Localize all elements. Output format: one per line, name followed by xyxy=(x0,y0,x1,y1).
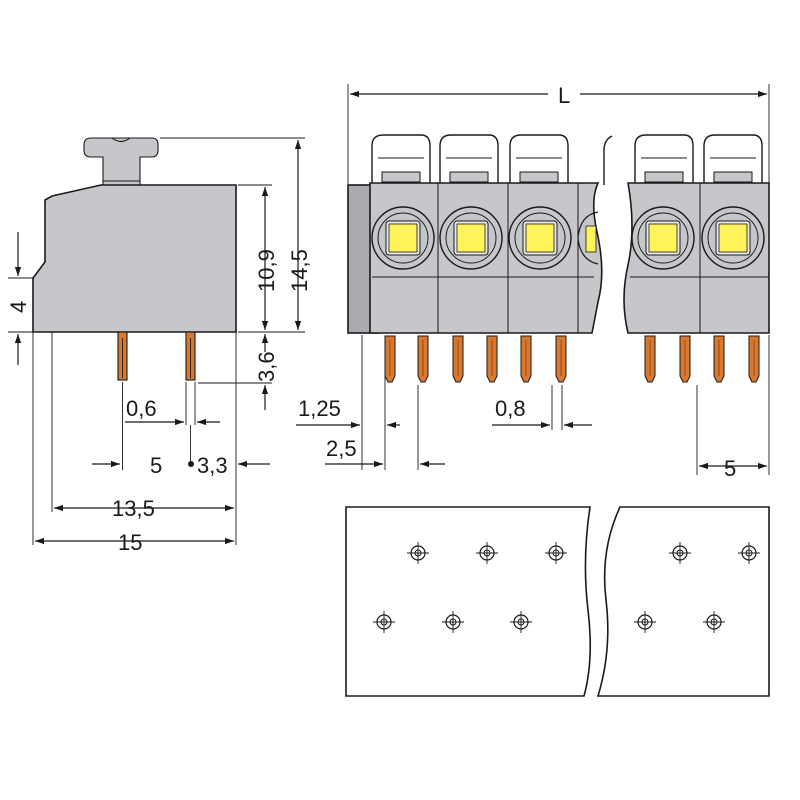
dim-pitch-front-label: 5 xyxy=(724,456,736,481)
pcb-right-panel xyxy=(596,506,770,697)
front-buttons xyxy=(371,206,765,270)
front-ext-lines xyxy=(347,84,770,475)
release-button-marker xyxy=(456,223,486,253)
dim-pitch-side-label: 5 xyxy=(150,453,162,478)
pcb-hole-8 xyxy=(510,611,532,633)
side-ext-lines xyxy=(8,137,305,545)
front-levers xyxy=(371,134,763,185)
pcb-hole-6 xyxy=(373,611,395,633)
pcb-left-panel xyxy=(345,506,592,697)
dim-height-body-label: 10,9 xyxy=(254,249,279,292)
side-dimensions xyxy=(14,140,302,545)
pcb-hole-2 xyxy=(476,542,498,564)
side-lever xyxy=(83,137,159,186)
dim-pin-diameter-label: 0,6 xyxy=(126,396,157,421)
release-button-marker xyxy=(648,223,678,253)
pcb-hole-9 xyxy=(634,611,656,633)
side-view xyxy=(32,137,237,381)
release-button-marker xyxy=(388,223,418,253)
dim-edge-offset-label: 1,25 xyxy=(298,396,341,421)
dim-height-total-label: 14,5 xyxy=(287,249,312,292)
release-button-marker xyxy=(718,223,748,253)
pcb-hole-5 xyxy=(738,542,760,564)
pcb-hole-4 xyxy=(669,542,691,564)
dim-pin-to-edge-label: 3,3 xyxy=(197,453,228,478)
pcb-hole-7 xyxy=(442,611,464,633)
front-pins xyxy=(384,335,760,383)
pcb-holes xyxy=(373,542,760,633)
front-view xyxy=(347,134,770,383)
pcb-layout xyxy=(345,506,770,697)
dim-pin-length-label: 3,6 xyxy=(254,351,279,382)
dim-offset-left-label: 4 xyxy=(6,301,31,313)
dim-depth-total-label: 15 xyxy=(118,530,142,555)
side-housing xyxy=(32,184,237,333)
dim-pin-width-label: 0,8 xyxy=(495,396,526,421)
pcb-hole-3 xyxy=(545,542,567,564)
front-dimensions xyxy=(296,90,767,470)
dimension-labels: L 14,5 10,9 3,6 4 0,6 5 3,3 13,5 15 1,25… xyxy=(6,83,736,555)
pcb-hole-10 xyxy=(703,611,725,633)
dim-depth-pins-label: 13,5 xyxy=(112,496,155,521)
dim-first-pin-label: 2,5 xyxy=(326,436,357,461)
pcb-hole-1 xyxy=(407,542,429,564)
dim-length-label: L xyxy=(558,83,570,108)
release-button-marker xyxy=(525,223,555,253)
